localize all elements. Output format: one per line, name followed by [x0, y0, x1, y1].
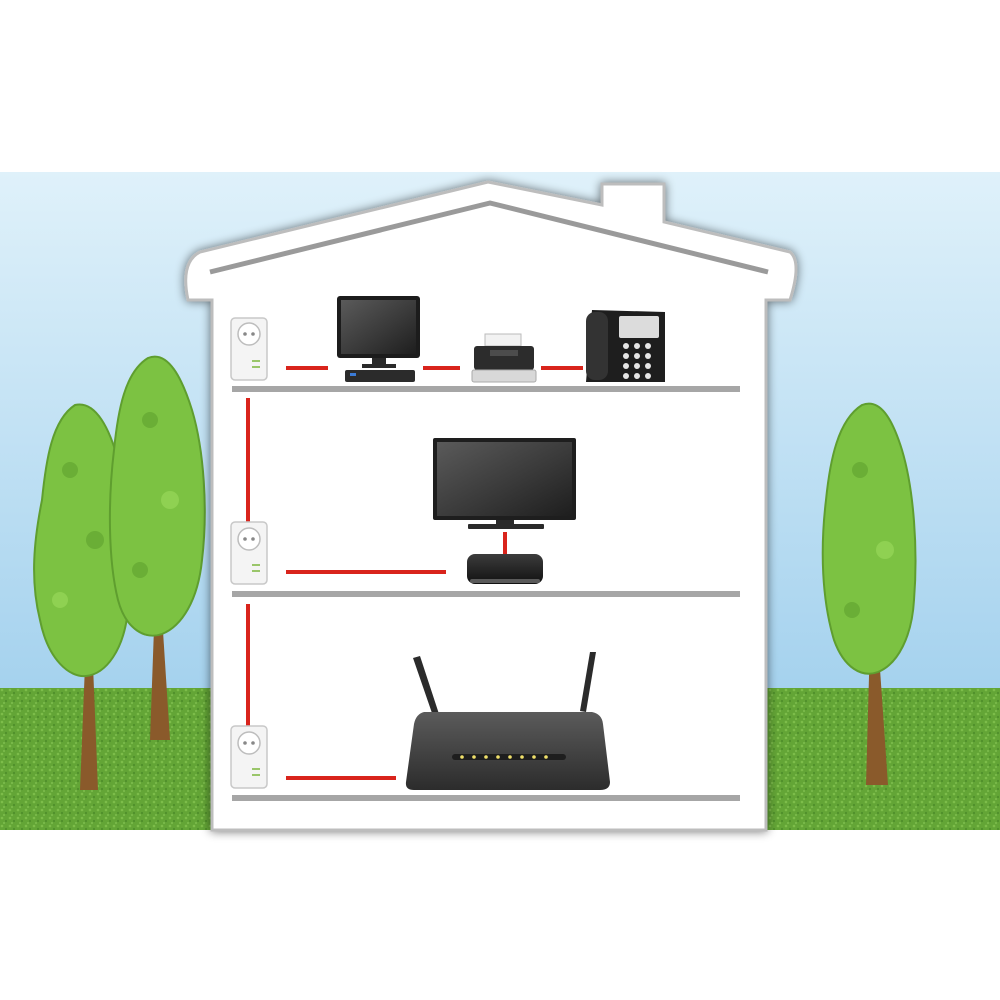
roof-line: [209, 200, 769, 275]
monitor-icon: [337, 296, 420, 382]
power-socket-icon: [230, 725, 268, 789]
tree-icon: [108, 355, 206, 740]
power-socket-icon: [230, 317, 268, 381]
tv-icon: [433, 438, 576, 529]
router-icon: [405, 652, 610, 790]
printer-icon: [471, 333, 537, 383]
bottom-margin: [0, 830, 1000, 1000]
power-socket-icon: [230, 521, 268, 585]
media-box-icon: [467, 554, 543, 584]
top-margin: [0, 0, 1000, 172]
network-cables: [246, 366, 583, 780]
telephone-icon: [586, 310, 665, 382]
tree-icon: [821, 402, 917, 785]
